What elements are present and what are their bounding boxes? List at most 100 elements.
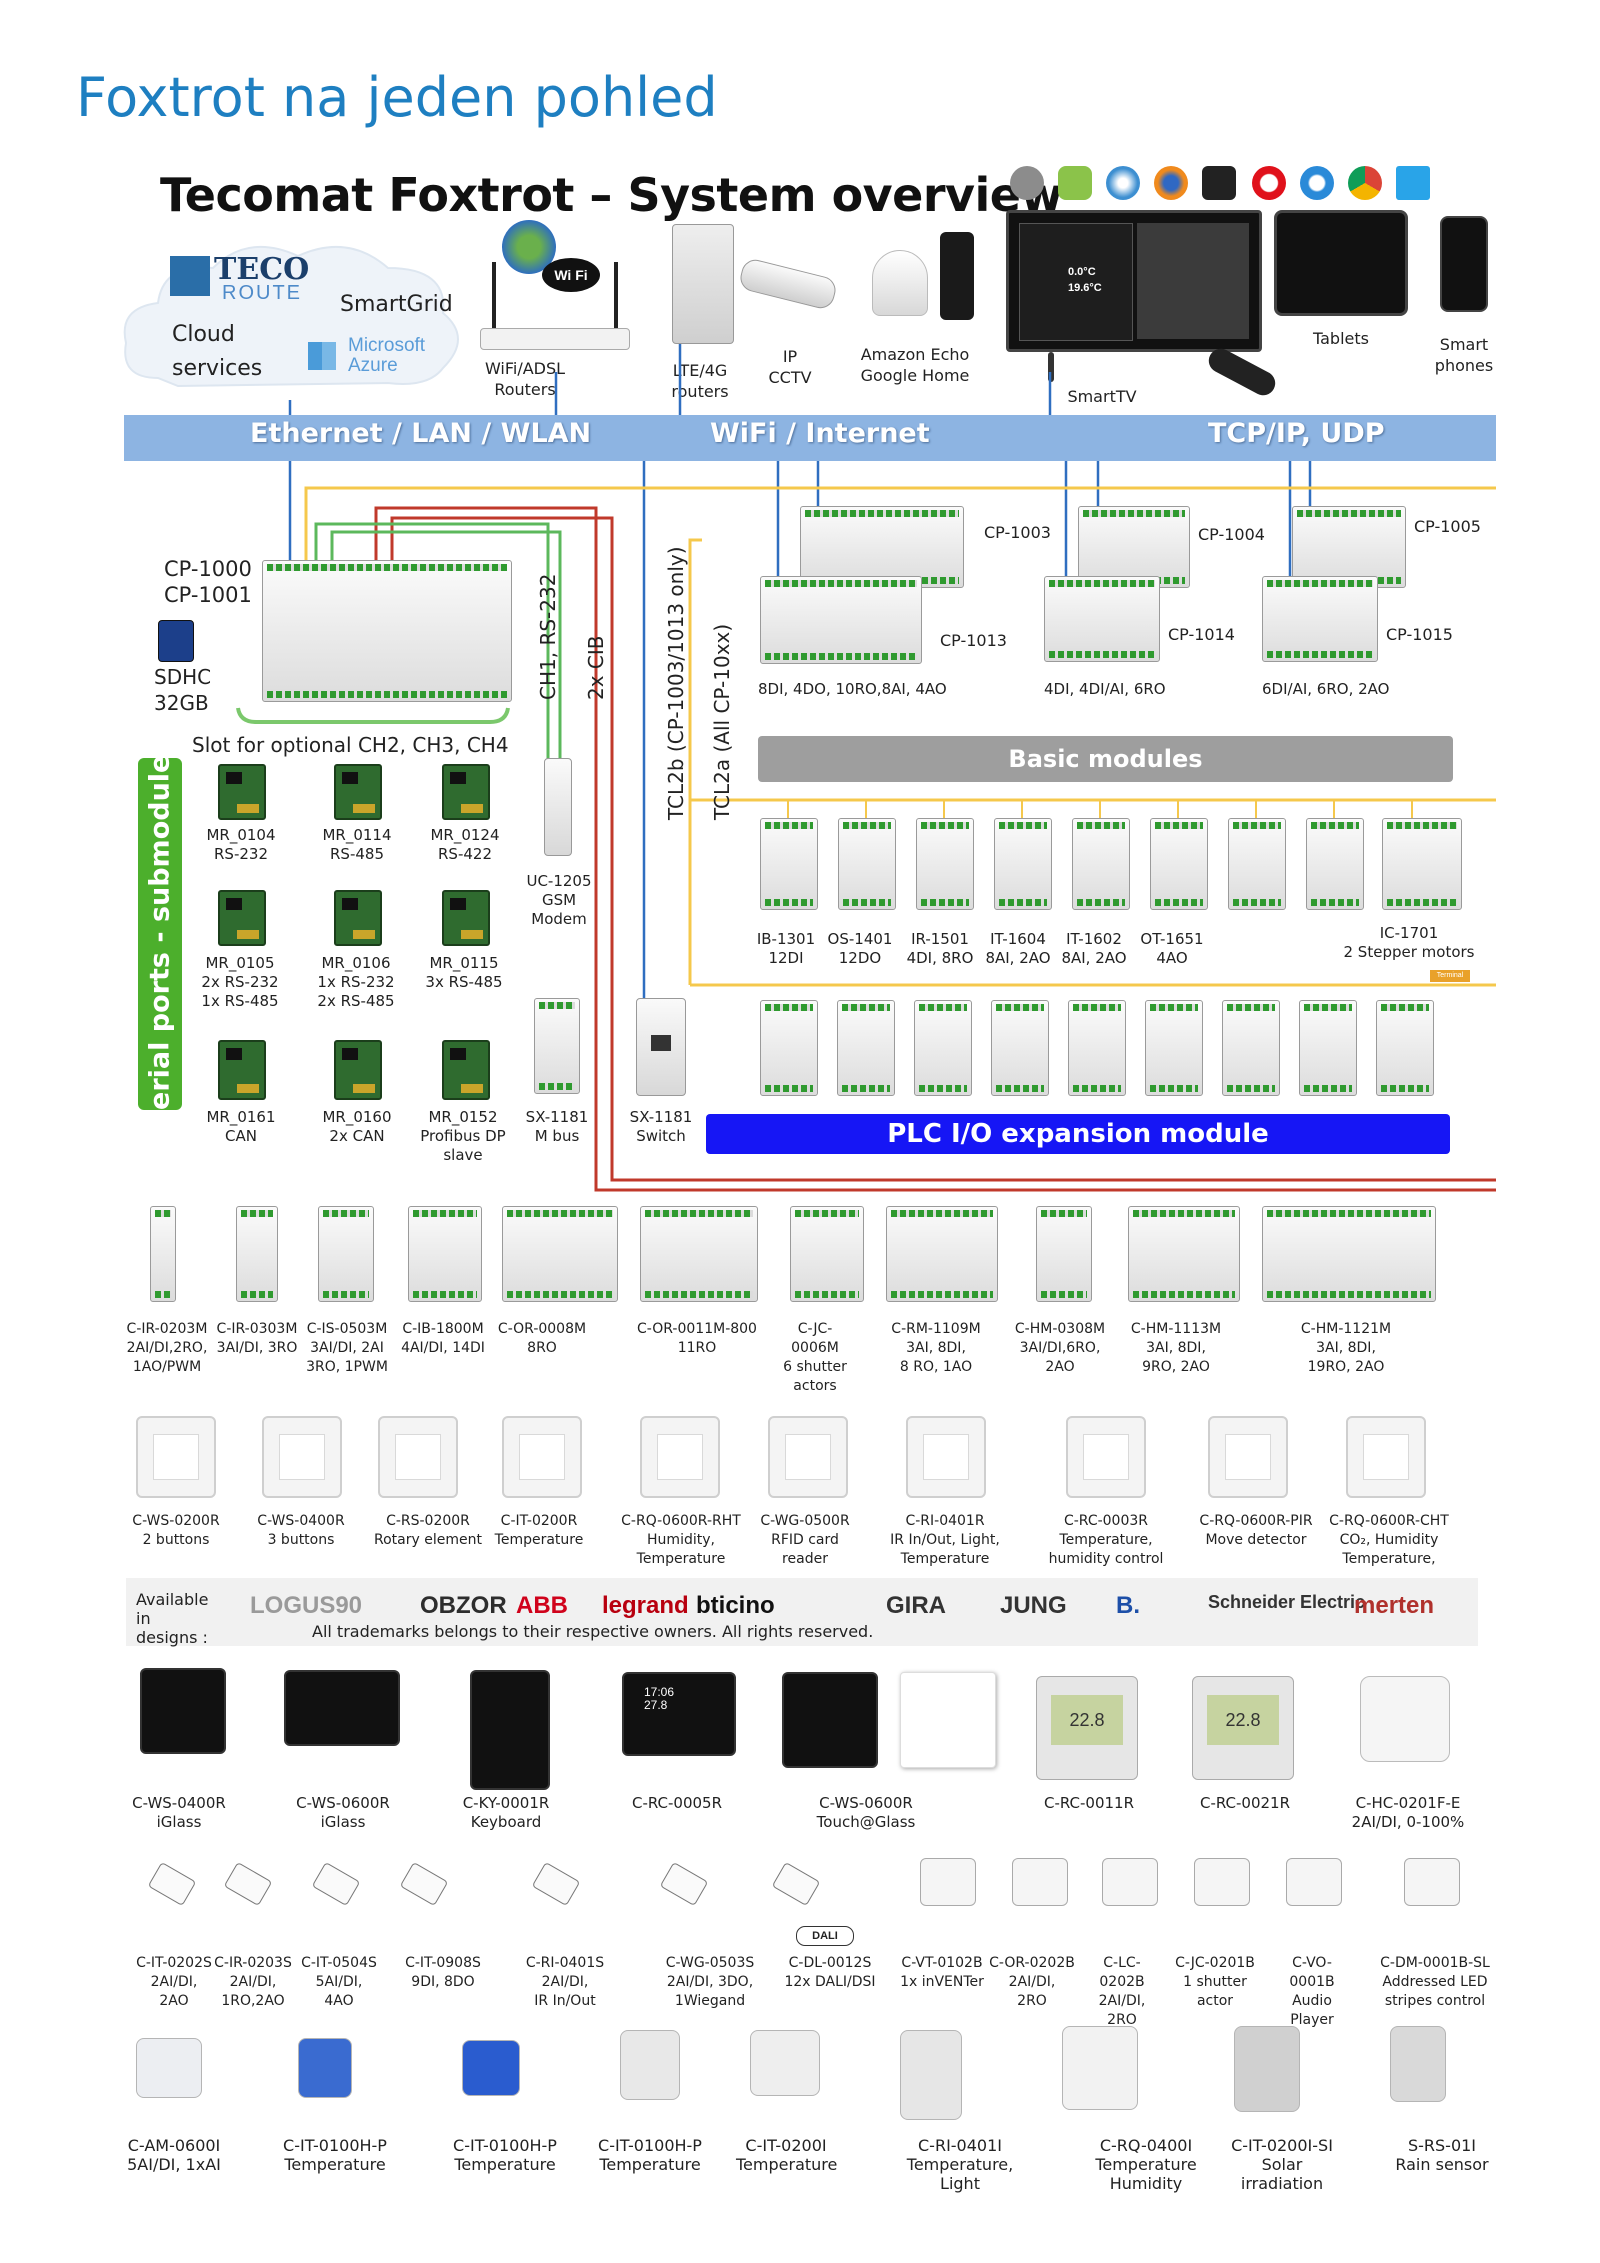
teco-logo-icon bbox=[170, 256, 210, 296]
device-name: C-RI-0401S bbox=[525, 1955, 605, 1971]
google-home bbox=[872, 250, 928, 316]
device-desc: Move detector bbox=[1205, 1532, 1307, 1548]
device-name: C-WG-0503S bbox=[665, 1955, 755, 1971]
bus-tcp-label: TCP/IP, UDP bbox=[1208, 418, 1385, 449]
device-desc: iGlass bbox=[320, 1813, 366, 1831]
submodule-board bbox=[218, 1040, 266, 1100]
valve-actuator bbox=[1360, 1676, 1450, 1762]
submodule-name: MR_0115 bbox=[429, 954, 499, 972]
device-name: C-RC-0021R bbox=[1199, 1794, 1291, 1812]
device-desc: 2AI/DI, 2RO bbox=[1098, 1993, 1146, 2028]
submodule-board bbox=[442, 764, 490, 820]
cib-module bbox=[640, 1206, 758, 1302]
sensor-device bbox=[900, 2030, 962, 2120]
basic-module bbox=[1306, 818, 1364, 910]
plc-expansion-module bbox=[1068, 1000, 1126, 1096]
wall-switch bbox=[136, 1416, 216, 1498]
submodule-name: MR_0152 bbox=[428, 1108, 498, 1126]
device-name: C-IT-0100H-P bbox=[453, 2136, 557, 2155]
box-module bbox=[1194, 1858, 1250, 1906]
router-antenna-left bbox=[492, 262, 496, 332]
device-name: C-JC-0201B bbox=[1175, 1955, 1255, 1971]
teco-route: ROUTE bbox=[222, 282, 302, 304]
device-name: C-DL-0012S bbox=[788, 1955, 872, 1971]
brand-logo: legrand bbox=[602, 1592, 689, 1619]
gsm-modem bbox=[544, 758, 572, 856]
tv-temp-1: 0.0°C bbox=[1068, 266, 1096, 278]
basic-module bbox=[1150, 818, 1208, 910]
ethernet-switch bbox=[636, 998, 686, 1096]
submodule-name: MR_0161 bbox=[206, 1108, 276, 1126]
device-name: C-IT-0202S bbox=[136, 1955, 212, 1971]
device-desc: Temperature bbox=[284, 2155, 386, 2174]
submodule-name: MR_0160 bbox=[322, 1108, 392, 1126]
cable-module bbox=[771, 1861, 821, 1907]
submodule-desc: 2x CAN bbox=[329, 1127, 385, 1145]
device-desc: Temperature bbox=[736, 2155, 838, 2174]
wifi-router bbox=[480, 328, 630, 350]
device-desc: 3AI, 8DI, 9RO, 2AO bbox=[1142, 1340, 1210, 1375]
device-name: C-RC-0005R bbox=[631, 1794, 723, 1812]
device-name: IT-1602 bbox=[1066, 930, 1122, 948]
cib-module bbox=[790, 1206, 864, 1302]
wall-switch bbox=[1346, 1416, 1426, 1498]
device-desc: Temperature bbox=[454, 2155, 556, 2174]
device-desc: 2AI/DI, 3DO, 1Wiegand bbox=[666, 1974, 754, 2009]
submodule-board bbox=[334, 764, 382, 820]
submodule-board bbox=[442, 890, 490, 946]
wifi-router-label: WiFi/ADSL Routers bbox=[484, 359, 566, 399]
wall-switch bbox=[378, 1416, 458, 1498]
dali-tag: DALI bbox=[796, 1926, 854, 1946]
cib-module bbox=[236, 1206, 278, 1302]
cp-1015-module bbox=[1262, 576, 1378, 662]
sdhc-label: SDHC 32GB bbox=[154, 665, 212, 715]
apple-icon bbox=[1010, 166, 1044, 200]
device-desc: RFID card reader bbox=[771, 1532, 839, 1567]
submodule-board bbox=[334, 890, 382, 946]
lte-router-label: LTE/4G routers bbox=[671, 361, 729, 401]
device-desc: Humidity, Temperature bbox=[636, 1532, 726, 1567]
box-module bbox=[1102, 1858, 1158, 1906]
thermostat-1: 22.8 bbox=[1036, 1676, 1138, 1780]
sdhc-card-icon bbox=[158, 620, 194, 662]
brand-logo: merten bbox=[1354, 1592, 1435, 1619]
keypad bbox=[470, 1670, 550, 1790]
device-desc: 3AI, 8DI, 8 RO, 1AO bbox=[899, 1340, 973, 1375]
ch1-label: CH1, RS-232 bbox=[536, 573, 560, 700]
bus-ethernet-label: Ethernet / LAN / WLAN bbox=[250, 418, 592, 449]
sensor-device bbox=[1390, 2026, 1446, 2102]
cable-module bbox=[223, 1861, 273, 1907]
cib-module bbox=[1128, 1206, 1240, 1302]
device-desc: Rain sensor bbox=[1395, 2155, 1489, 2174]
plc-expansion-module bbox=[837, 1000, 895, 1096]
device-name: C-HC-0201F-E bbox=[1355, 1794, 1461, 1812]
trademark-note: All trademarks belongs to their respecti… bbox=[312, 1622, 874, 1641]
cp-unit-desc: 4DI, 4DI/AI, 6RO bbox=[1044, 680, 1166, 698]
submodule-name: MR_0124 bbox=[430, 826, 500, 844]
brand-logo: bticino bbox=[696, 1592, 775, 1619]
smart-tv: 0.0°C 19.6°C bbox=[1006, 210, 1262, 352]
device-desc: 12x DALI/DSI bbox=[784, 1974, 876, 1990]
box-module bbox=[1404, 1858, 1460, 1906]
device-desc: 1 shutter actor bbox=[1183, 1974, 1247, 2009]
device-desc: 1x inVENTer bbox=[900, 1974, 984, 1990]
device-name: C-RQ-0600R-CHT bbox=[1329, 1513, 1449, 1529]
device-desc: Addressed LED stripes control bbox=[1382, 1974, 1488, 2009]
plc-expansion-module bbox=[1376, 1000, 1434, 1096]
device-name: IB-1301 bbox=[756, 930, 816, 948]
